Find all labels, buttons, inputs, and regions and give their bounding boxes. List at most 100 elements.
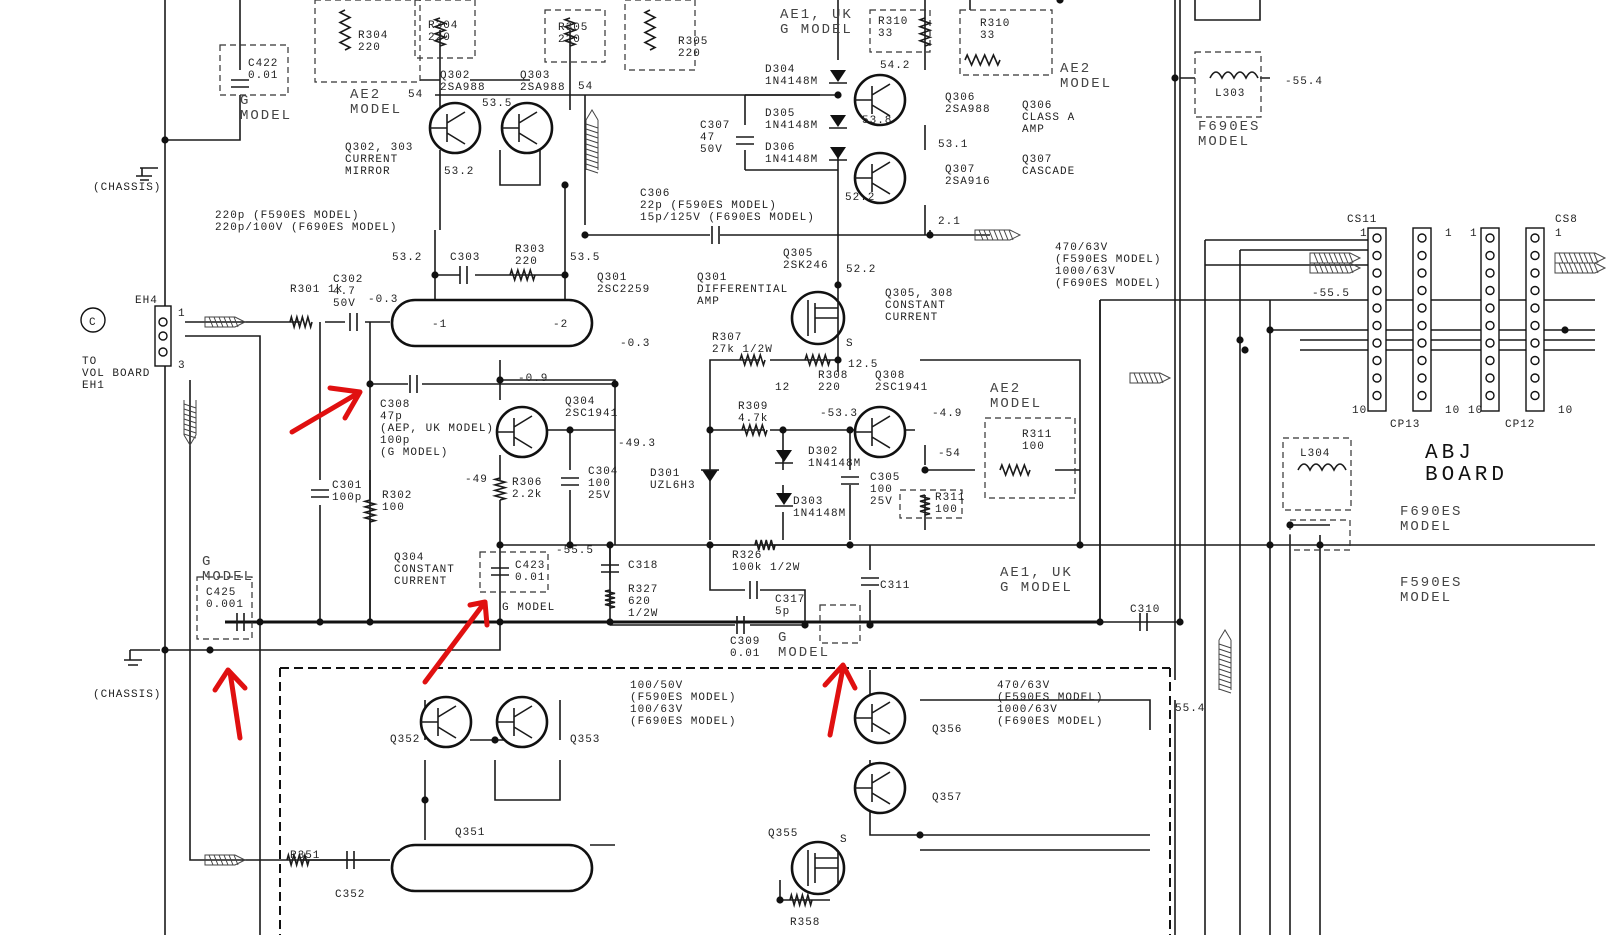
connector-pin xyxy=(1530,338,1540,348)
flow-arrow-eh4-down xyxy=(183,400,197,446)
label-v522a: 52.2 xyxy=(845,192,875,204)
flow-arrow-q351-in xyxy=(204,854,247,866)
label-c352: C352 xyxy=(335,889,365,901)
junction-dot xyxy=(496,376,504,384)
cap-c423 xyxy=(491,567,509,576)
cap-c309 xyxy=(736,616,745,634)
label-c311: C311 xyxy=(880,580,910,592)
label-c-470-b: 470/63V(F590ES MODEL)1000/63V(F690ES MOD… xyxy=(997,680,1103,728)
resistor-r305a xyxy=(562,17,578,47)
connector-pin xyxy=(1417,268,1427,278)
label-c-node: C xyxy=(89,317,97,329)
junction-dot xyxy=(496,618,504,626)
connector-pin xyxy=(1417,285,1427,296)
label-v535a: 53.5 xyxy=(482,98,512,110)
connector-pin xyxy=(1372,303,1382,313)
resistor-r310b xyxy=(964,53,1001,67)
connector-pin xyxy=(1372,373,1382,383)
junction-dot xyxy=(846,426,854,434)
cap-c425 xyxy=(236,613,245,631)
cap-c422 xyxy=(231,79,249,88)
connector-pin xyxy=(1530,285,1540,296)
label-v49a: -49 xyxy=(465,474,488,486)
connector-pin xyxy=(1485,355,1495,366)
junction-dot xyxy=(834,356,842,364)
label-c220p: 220p (F590ES MODEL)220p/100V (F690ES MOD… xyxy=(215,210,397,234)
cap-c318 xyxy=(601,564,619,573)
connector-pin xyxy=(1530,250,1540,261)
junction-dot xyxy=(1241,346,1249,354)
connector-pin xyxy=(1530,373,1540,383)
label-pin10c: 10 xyxy=(1468,405,1483,417)
label-q351: Q351 xyxy=(455,827,485,839)
chassis-grounds xyxy=(124,167,160,666)
label-cs11: CS11 xyxy=(1347,214,1377,226)
label-chassis-2: (CHASSIS) xyxy=(93,689,161,701)
label-eh4: EH4 xyxy=(135,295,158,307)
resistor-r351 xyxy=(286,851,310,869)
transistor-q352 xyxy=(419,695,473,749)
resistor-r327 xyxy=(604,589,616,609)
junction-dot xyxy=(1171,74,1179,82)
label-q356: Q356 xyxy=(932,724,962,736)
junction-dot xyxy=(496,541,504,549)
junction-dot xyxy=(1286,521,1294,529)
connector-pin xyxy=(1485,285,1495,296)
label-q352: Q352 xyxy=(390,734,420,746)
label-v555b: -55.5 xyxy=(556,545,594,557)
label-v03b: -0.3 xyxy=(620,338,650,350)
connector-pin xyxy=(1417,373,1427,383)
label-pin1c: 1 xyxy=(1470,228,1478,240)
transistor-q353 xyxy=(495,695,549,749)
resistor-r311a xyxy=(999,462,1031,478)
resistor-r303 xyxy=(509,267,536,283)
resistor-r306 xyxy=(491,477,509,501)
flow-arrows xyxy=(183,109,1607,866)
cap-c307 xyxy=(736,136,754,145)
cap-c317 xyxy=(749,581,758,599)
connector-pin xyxy=(1372,268,1382,278)
label-r301: R301 1k xyxy=(290,284,343,296)
label-r358: R358 xyxy=(790,917,820,929)
flow-arrow-rail-up xyxy=(1218,629,1232,694)
label-s2: S xyxy=(840,834,848,846)
junction-dot xyxy=(916,831,924,839)
junction-dot xyxy=(926,231,934,239)
junction-dot xyxy=(1561,326,1569,334)
connector-pin xyxy=(1485,390,1495,401)
cap-c306 xyxy=(711,226,720,244)
flow-arrow-cs8-a xyxy=(1554,252,1607,264)
connector-pins xyxy=(1372,233,1540,401)
resistor-r304a xyxy=(338,9,352,51)
label-c303: C303 xyxy=(450,252,480,264)
junction-dot xyxy=(801,621,809,629)
connector-pin xyxy=(1372,355,1382,366)
connector-pin xyxy=(1530,233,1540,243)
label-pin1a: 1 xyxy=(1360,228,1368,240)
junction-dot xyxy=(256,618,264,626)
junction-dot xyxy=(606,618,614,626)
